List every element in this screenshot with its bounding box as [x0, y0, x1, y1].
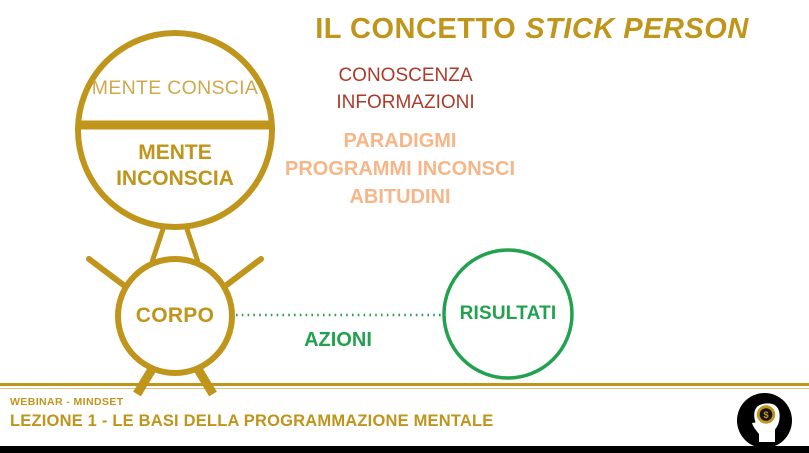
brain-coin-center: [759, 408, 773, 421]
title-regular: IL CONCETTO: [315, 13, 517, 45]
left-arm-line: [86, 256, 133, 293]
footer-kicker: WEBINAR - MINDSET: [10, 396, 124, 408]
footer-lesson-title: LEZIONE 1 - LE BASI DELLA PROGRAMMAZIONE…: [10, 412, 494, 430]
head-circle: [75, 30, 275, 230]
footer-separator-line: [0, 383, 809, 386]
results-label: RISULTATI: [459, 303, 557, 324]
brain-dollar-logo: $: [736, 392, 793, 449]
knowledge-label: CONOSCENZA INFORMAZIONI: [336, 65, 475, 113]
paradigms-label: PARADIGMI PROGRAMMI INCONSCI ABITUDINI: [285, 130, 515, 208]
body-label: CORPO: [135, 304, 215, 327]
footer-separator-line-shadow: [0, 387, 809, 389]
bottom-black-bar: [0, 446, 809, 453]
title-italic: STICK PERSON: [525, 13, 749, 45]
actions-label: AZIONI: [304, 329, 372, 351]
body-circle: [115, 256, 235, 376]
conscious-mind-label: MENTE CONSCIA: [91, 77, 259, 99]
neck-left-line: [149, 225, 167, 263]
neck-right-line: [183, 225, 201, 263]
subconscious-mind-label: MENTE INCONSCIA: [116, 141, 234, 191]
dollar-sign: $: [763, 410, 769, 421]
brain-dollar-logo-icon: $: [737, 393, 792, 448]
results-circle: [442, 248, 574, 380]
right-arm-line: [217, 256, 264, 293]
